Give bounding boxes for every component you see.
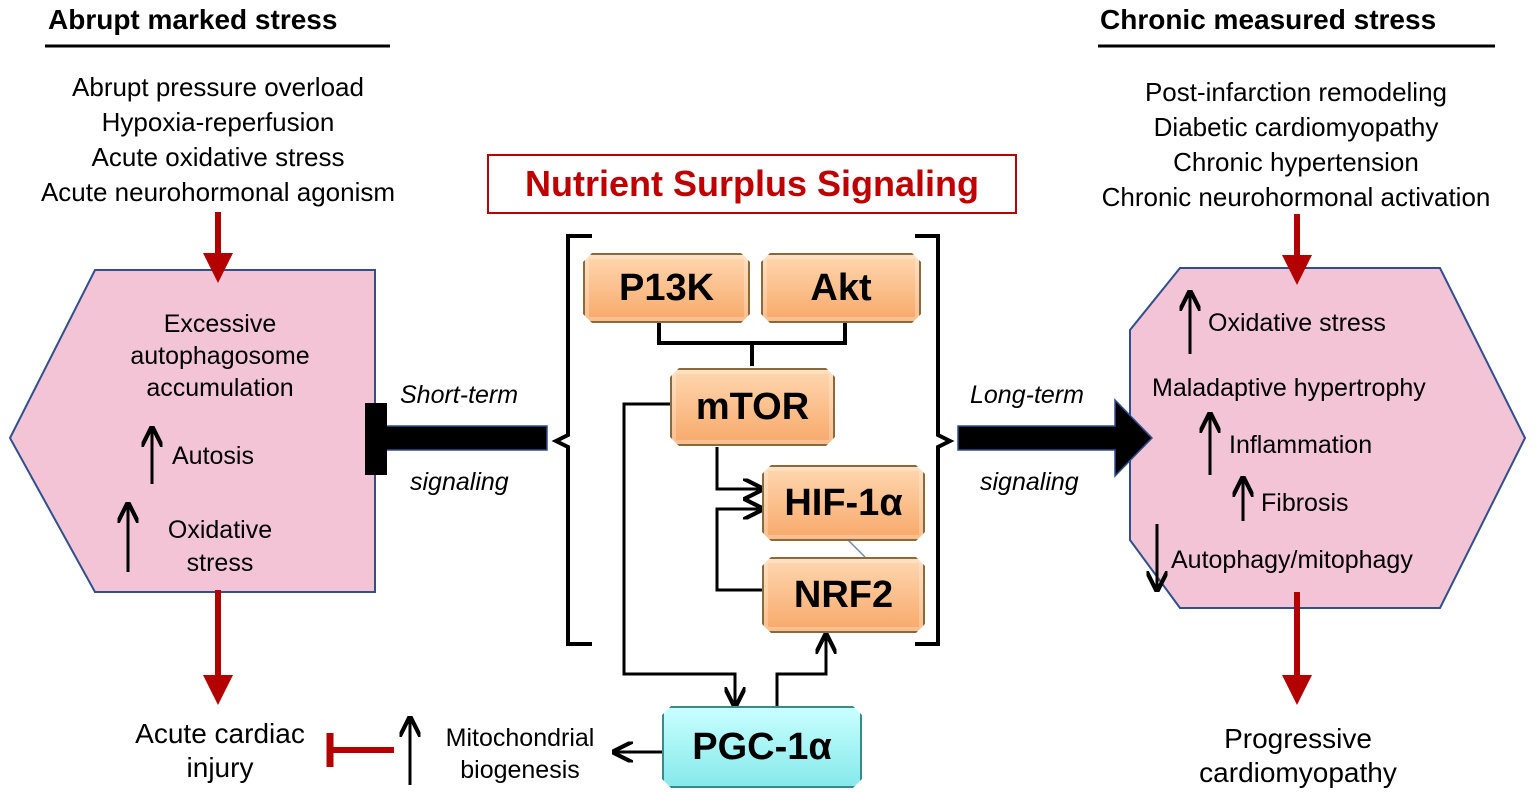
short-term-bar-cap xyxy=(365,403,387,475)
right-cause-1: Post-infarction remodeling xyxy=(1144,77,1448,107)
right-causes: Post-infarction remodeling Diabetic card… xyxy=(1070,75,1522,215)
right-bracket xyxy=(915,234,955,646)
mito-line-1: Mitochondrial xyxy=(445,724,595,752)
left-header: Abrupt marked stress xyxy=(48,4,338,35)
hif-nrf2-link xyxy=(847,539,866,558)
right-outcome: Progressive cardiomyopathy xyxy=(1170,722,1426,790)
node-p13k: P13K xyxy=(583,253,750,323)
node-mtor: mTOR xyxy=(670,368,835,446)
left-causes: Abrupt pressure overload Hypoxia-reperfu… xyxy=(10,70,426,210)
mtor-to-hif-arrow xyxy=(715,447,762,489)
right-cause-2: Diabetic cardiomyopathy xyxy=(1153,112,1439,142)
right-fibrosis-label: Fibrosis xyxy=(1261,489,1349,517)
mtor-to-pgc-arrow xyxy=(622,402,735,706)
node-pgc1a: PGC-1α xyxy=(662,706,862,788)
long-term-signaling-label: signaling xyxy=(980,468,1079,496)
left-oxidative-line-1: Oxidative xyxy=(167,516,273,544)
left-bracket xyxy=(551,234,592,646)
node-akt: Akt xyxy=(761,253,921,323)
right-autophagy-label: Autophagy/mitophagy xyxy=(1171,546,1413,574)
brace-connector xyxy=(657,321,847,366)
left-cause-4: Acute neurohormonal agonism xyxy=(40,177,396,207)
right-hexagon xyxy=(1129,267,1527,609)
left-outcome-line-1: Acute cardiac xyxy=(135,718,305,749)
left-autophagosome-item: Excessive autophagosome accumulation xyxy=(110,308,330,404)
long-term-label: Long-term xyxy=(970,381,1084,409)
right-header: Chronic measured stress xyxy=(1100,4,1437,35)
left-outcome-line-2: injury xyxy=(186,752,254,783)
short-term-bar xyxy=(384,425,548,451)
autophagosome-line-3: accumulation xyxy=(146,374,294,402)
right-hypertrophy-label: Maladaptive hypertrophy xyxy=(1152,374,1426,402)
center-title: Nutrient Surplus Signaling xyxy=(487,154,1017,214)
left-cause-3: Acute oxidative stress xyxy=(91,142,345,172)
left-oxidative-line-2: stress xyxy=(186,549,254,577)
long-term-arrow xyxy=(957,398,1154,478)
left-outcome: Acute cardiac injury xyxy=(95,717,345,785)
mito-biogenesis-label: Mitochondrial biogenesis xyxy=(425,722,615,786)
mito-line-2: biogenesis xyxy=(460,756,580,784)
right-cause-3: Chronic hypertension xyxy=(1173,147,1419,177)
short-term-signaling-label: signaling xyxy=(410,468,509,496)
node-nrf2: NRF2 xyxy=(762,557,925,633)
right-inflammation-label: Inflammation xyxy=(1229,431,1373,459)
nrf2-to-hif-arrow xyxy=(715,509,762,592)
right-oxidative-label: Oxidative stress xyxy=(1208,309,1386,337)
left-autosis-label: Autosis xyxy=(172,442,254,470)
left-cause-1: Abrupt pressure overload xyxy=(72,72,364,102)
right-outcome-line-1: Progressive xyxy=(1224,723,1372,754)
node-hif1a: HIF-1α xyxy=(762,465,925,541)
autophagosome-line-2: autophagosome xyxy=(130,342,310,370)
right-outcome-line-2: cardiomyopathy xyxy=(1199,757,1397,788)
left-oxidative-item: Oxidative stress xyxy=(140,514,300,580)
right-cause-4: Chronic neurohormonal activation xyxy=(1101,182,1491,212)
pgc-to-nrf2-arrow xyxy=(775,635,826,706)
left-cause-2: Hypoxia-reperfusion xyxy=(101,107,335,137)
autophagosome-line-1: Excessive xyxy=(163,310,277,338)
short-term-label: Short-term xyxy=(400,381,519,409)
left-hexagon xyxy=(8,269,376,593)
